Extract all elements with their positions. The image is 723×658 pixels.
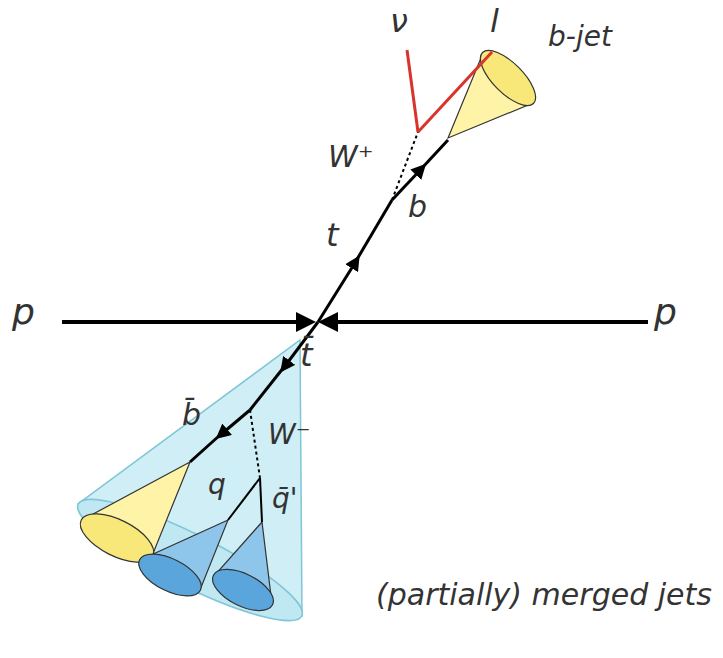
particle-label: q̄' — [272, 484, 297, 515]
particle-label: q — [208, 470, 226, 501]
merged-cone — [78, 340, 302, 616]
particle-label: l — [490, 4, 499, 39]
particle-label: t̄ — [300, 338, 313, 373]
qbar-jet-base — [206, 561, 279, 619]
particle-label: W⁺ — [328, 140, 374, 173]
b-line — [422, 140, 448, 168]
particle-label: b — [408, 190, 427, 223]
proton-beam — [62, 320, 312, 324]
merged-cone-base — [67, 481, 314, 639]
top-line — [318, 258, 358, 322]
beam-label: p — [12, 292, 35, 332]
particle-label: ν — [390, 4, 408, 39]
top-line — [356, 200, 392, 261]
bbar-line — [218, 410, 250, 437]
jet-label: b-jet — [548, 22, 612, 53]
neutrino-line — [407, 50, 418, 132]
beam-label: p — [654, 292, 677, 332]
caption-label: (partially) merged jets — [376, 578, 712, 611]
particle-label: b̄ — [182, 398, 201, 431]
qbar-line — [260, 478, 262, 522]
proton-beam — [322, 320, 648, 324]
w-boson-line — [250, 410, 260, 478]
particle-label: t — [326, 218, 339, 253]
lepton-line — [418, 52, 492, 132]
q-jet-base — [132, 545, 207, 604]
q-line — [228, 478, 260, 520]
bbar-line — [190, 435, 220, 462]
antitop-line — [250, 367, 284, 410]
b-jet-base — [472, 42, 544, 114]
particle-label: W⁻ — [268, 420, 310, 451]
